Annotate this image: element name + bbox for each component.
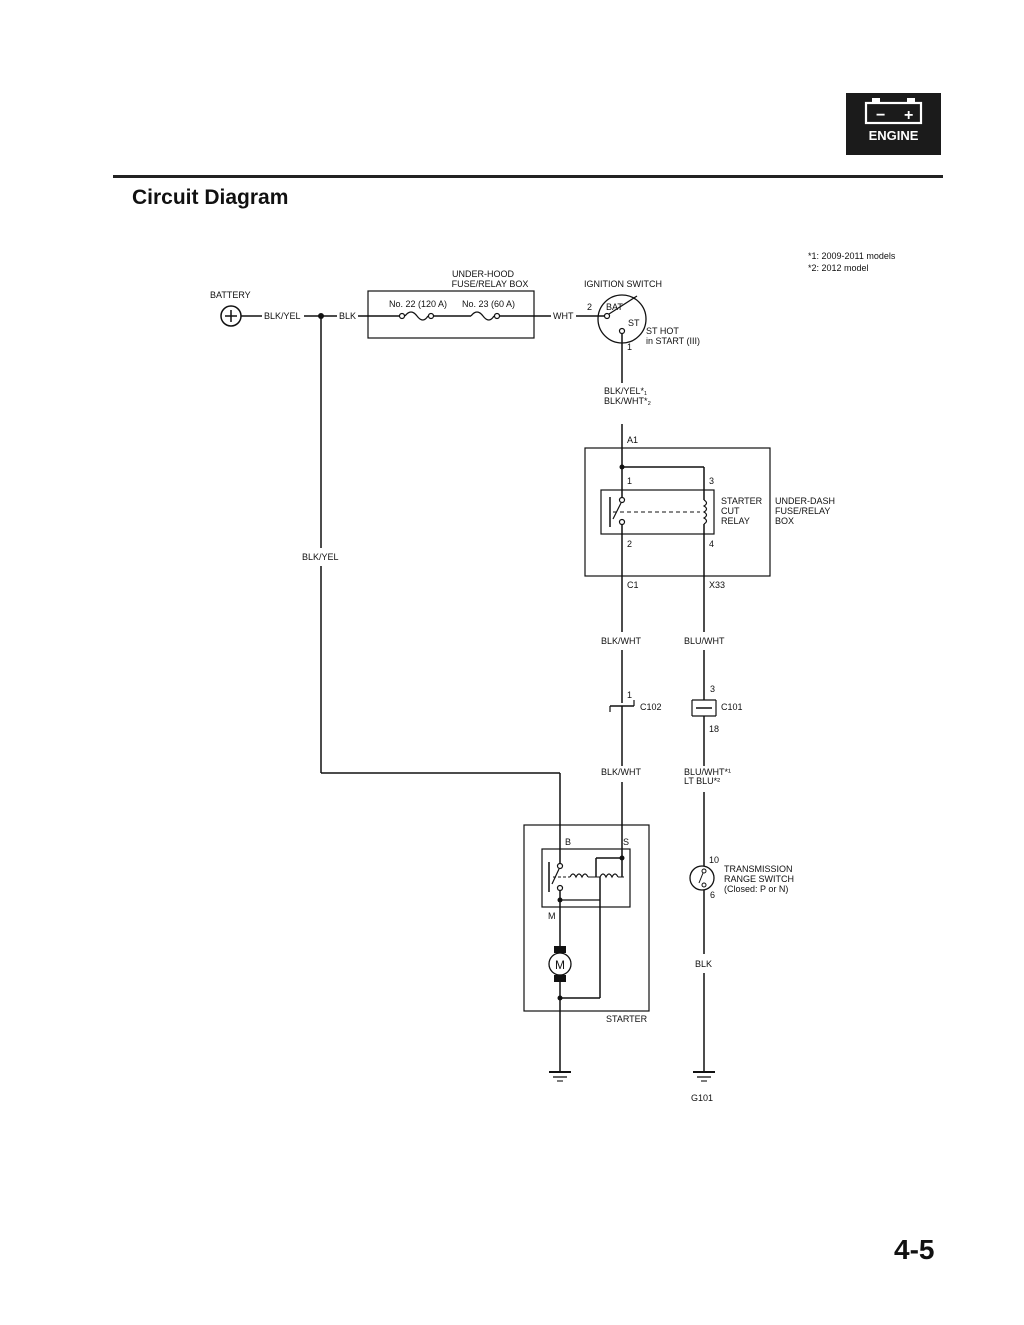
range-switch-symbol	[689, 865, 715, 891]
battery-label: BATTERY	[210, 290, 251, 300]
range-switch-name-1: TRANSMISSION	[724, 864, 793, 874]
connector-x33: X33	[709, 580, 725, 590]
range-switch-pin-6: 6	[710, 890, 715, 900]
relay-name-2: CUT	[721, 506, 740, 516]
ignition-st: ST	[628, 318, 640, 328]
starter-cut-relay	[600, 489, 715, 535]
fuse-box-title-2: FUSE/RELAY BOX	[452, 279, 529, 289]
relay-coil	[702, 499, 708, 525]
starter-terminal-m: M	[548, 911, 556, 921]
starter-box	[523, 824, 650, 1012]
ignition-pin-2: 2	[587, 302, 592, 312]
engine-badge: − + ENGINE	[846, 93, 941, 155]
section-title: Circuit Diagram	[132, 186, 289, 209]
under-dash-fuse-box	[584, 447, 771, 577]
starter-terminal-s: S	[623, 837, 629, 847]
footnote-2: *2: 2012 model	[808, 263, 869, 273]
connector-c1: C1	[627, 580, 639, 590]
wire-label-blk-yel-battery: BLK/YEL	[264, 311, 301, 321]
wire-label-blk-wht-2: BLK/WHT*₂	[604, 396, 652, 406]
relay-pin-3: 3	[709, 476, 714, 486]
starter-terminal-b: B	[565, 837, 571, 847]
c102-pin-1: 1	[627, 690, 632, 700]
connector-c101: C101	[721, 702, 743, 712]
c101-pin-18: 18	[709, 724, 719, 734]
fuse-22-symbol	[398, 311, 435, 321]
wire-label-wht: WHT	[553, 311, 574, 321]
relay-name-1: STARTER	[721, 496, 763, 506]
wire-label-blu-wht-x33: BLU/WHT	[684, 636, 725, 646]
ignition-bat: BAT	[606, 302, 623, 312]
ignition-pin-1: 1	[627, 342, 632, 352]
c101-pin-3: 3	[710, 684, 715, 694]
under-dash-label-2: FUSE/RELAY	[775, 506, 830, 516]
fuse-23-symbol	[470, 311, 501, 321]
solenoid-coils	[569, 873, 624, 879]
battery-symbol	[220, 305, 242, 327]
starter-motor-label: M	[555, 958, 565, 972]
wire-label-blk-yel-1: BLK/YEL*₁	[604, 386, 647, 396]
fuse-22-label: No. 22 (120 A)	[389, 299, 447, 309]
under-dash-label-3: BOX	[775, 516, 794, 526]
st-hot-1: ST HOT	[646, 326, 679, 336]
ground-g101: G101	[691, 1093, 713, 1103]
connector-c101-symbol	[691, 699, 717, 717]
wire-label-blk-yel-left: BLK/YEL	[302, 552, 339, 562]
under-dash-label-1: UNDER-DASH	[775, 496, 835, 506]
starter-label: STARTER	[606, 1014, 648, 1024]
wire-label-blk-wht-c1: BLK/WHT	[601, 636, 642, 646]
wire-label-blk: BLK	[339, 311, 356, 321]
range-switch-name-2: RANGE SWITCH	[724, 874, 794, 884]
under-hood-fuse-box	[367, 290, 535, 339]
starter-ground-symbol	[549, 1071, 571, 1082]
wire-label-blu-wht-range: BLU/WHT*¹	[684, 767, 731, 777]
fuse-23-label: No. 23 (60 A)	[462, 299, 515, 309]
g101-ground-symbol	[693, 1071, 715, 1082]
battery-icon: − + ENGINE	[864, 98, 923, 143]
connector-a1: A1	[627, 435, 638, 445]
footnote-1: *1: 2009-2011 models	[808, 251, 896, 261]
starter-solenoid	[541, 848, 631, 908]
battery-plus-sign: +	[904, 107, 913, 124]
range-switch-pin-10: 10	[709, 855, 719, 865]
relay-pin-2: 2	[627, 539, 632, 549]
header-rule	[113, 175, 943, 178]
wire-label-blk-wht-c102: BLK/WHT	[601, 767, 642, 777]
relay-name-3: RELAY	[721, 516, 750, 526]
battery-minus-sign: −	[876, 107, 885, 124]
fuse-box-title-1: UNDER-HOOD	[452, 269, 514, 279]
wire-label-blk-ground: BLK	[695, 959, 712, 969]
relay-pin-1: 1	[627, 476, 632, 486]
badge-label: ENGINE	[869, 128, 919, 143]
wire-label-lt-blu-range: LT BLU*²	[684, 776, 720, 786]
page-number: 4-5	[894, 1234, 935, 1265]
st-hot-2: in START (III)	[646, 336, 700, 346]
range-switch-name-3: (Closed: P or N)	[724, 884, 788, 894]
relay-pin-4: 4	[709, 539, 714, 549]
ignition-switch-title: IGNITION SWITCH	[584, 279, 662, 289]
connector-c102: C102	[640, 702, 662, 712]
